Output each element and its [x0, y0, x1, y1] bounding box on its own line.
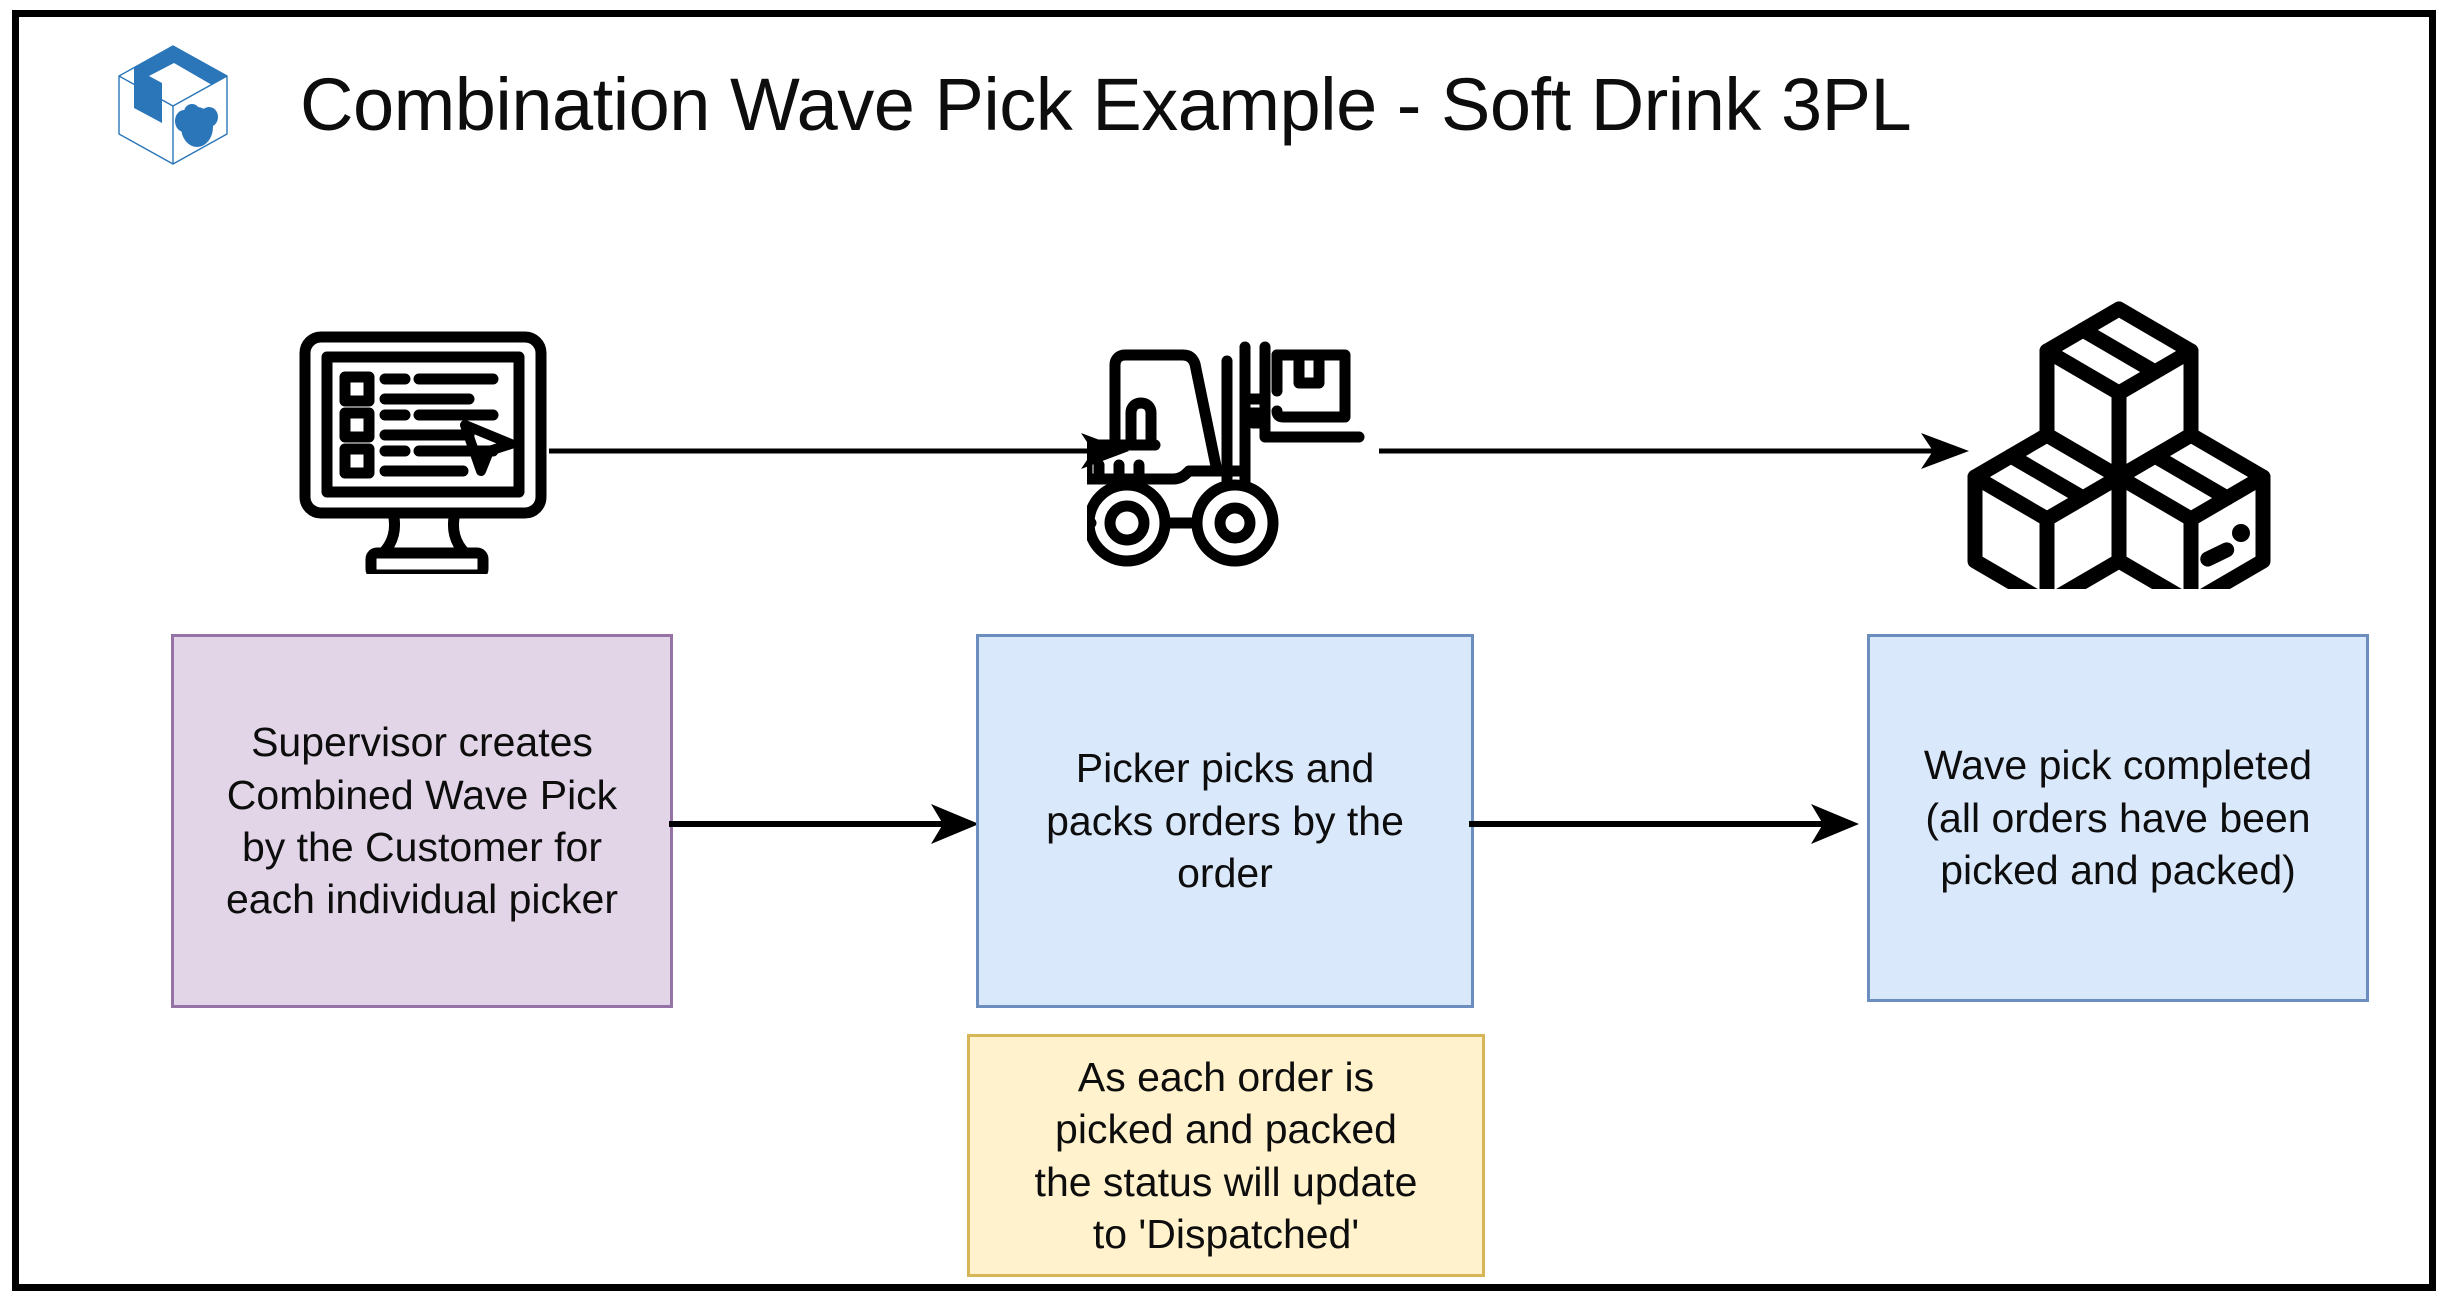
- forklift-with-box-icon: [1087, 327, 1387, 577]
- arrow-picker-to-completed: [1469, 802, 1859, 846]
- arrow-forklift-to-boxes: [1379, 429, 1969, 473]
- page-title: Combination Wave Pick Example - Soft Dri…: [300, 63, 1912, 146]
- isometric-package-box-icon: [114, 43, 232, 167]
- box-picker[interactable]: Picker picks and packs orders by the ord…: [976, 634, 1474, 1008]
- box-supervisor[interactable]: Supervisor creates Combined Wave Pick by…: [171, 634, 673, 1008]
- box-status-note[interactable]: As each order is picked and packed the s…: [967, 1034, 1485, 1277]
- box-supervisor-text: Supervisor creates Combined Wave Pick by…: [225, 719, 618, 923]
- box-picker-text: Picker picks and packs orders by the ord…: [1046, 745, 1404, 897]
- box-completed-text: Wave pick completed (all orders have bee…: [1923, 742, 2313, 894]
- box-wave-pick-completed[interactable]: Wave pick completed (all orders have bee…: [1867, 634, 2369, 1002]
- diagram-frame: Combination Wave Pick Example - Soft Dri…: [12, 10, 2436, 1291]
- arrow-monitor-to-forklift: [549, 429, 1129, 473]
- diagram-header: Combination Wave Pick Example - Soft Dri…: [114, 43, 1912, 167]
- stacked-boxes-icon: [1959, 289, 2279, 589]
- box-status-note-text: As each order is picked and packed the s…: [1034, 1053, 1418, 1257]
- arrow-supervisor-to-picker: [669, 802, 979, 846]
- monitor-checklist-cursor-icon: [297, 329, 567, 574]
